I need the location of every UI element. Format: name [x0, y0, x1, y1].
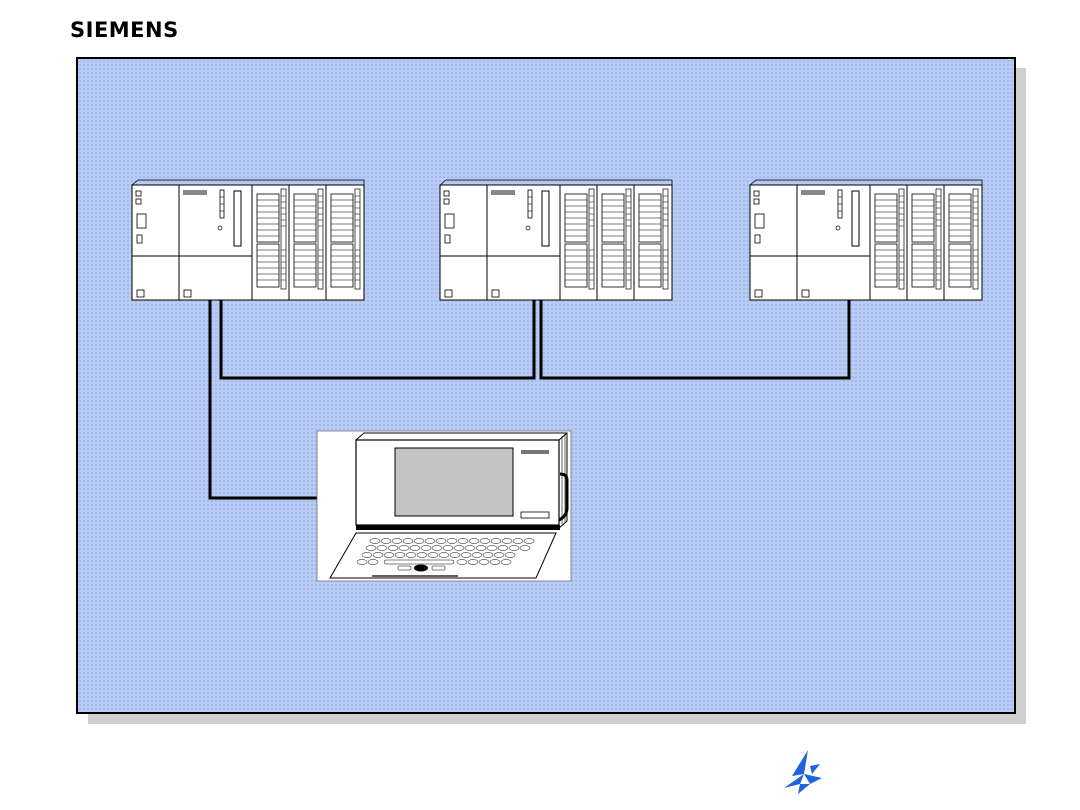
siemens-logo: SIEMENS: [70, 18, 179, 42]
bus-cable-left-center: [219, 300, 536, 380]
bus-cable-center-right: [539, 300, 851, 380]
plc-right: [750, 180, 982, 300]
paper-crane-logo-icon: [784, 750, 822, 794]
programming-device: [316, 430, 572, 582]
pg-cable: [208, 300, 356, 500]
diagram-panel: [76, 57, 1016, 714]
plc-left: [132, 180, 364, 300]
plc-center: [440, 180, 672, 300]
